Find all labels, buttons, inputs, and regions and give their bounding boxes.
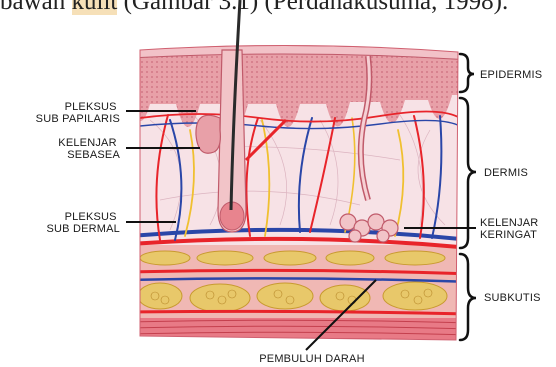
label-pembuluh-darah: PEMBULUH DARAH	[259, 353, 365, 365]
brace-subkutis	[460, 254, 476, 340]
label-kelenjar-sebasea: KELENJAR SEBASEA	[58, 137, 120, 161]
skin-tissue-block	[130, 40, 470, 355]
label-pleksus-sub-papilaris: PLEKSUS SUB PAPILARIS	[36, 101, 120, 125]
label-kelenjar-keringat: KELENJAR KERINGAT	[480, 217, 542, 241]
brace-dermis	[460, 98, 476, 248]
label-pleksus-sub-dermal: PLEKSUS SUB DERMAL	[46, 211, 120, 235]
label-epidermis: EPIDERMIS	[480, 69, 542, 81]
layer-braces	[460, 54, 476, 340]
label-subkutis: SUBKUTIS	[484, 292, 541, 304]
label-dermis: DERMIS	[484, 167, 528, 179]
brace-epidermis	[460, 54, 474, 92]
